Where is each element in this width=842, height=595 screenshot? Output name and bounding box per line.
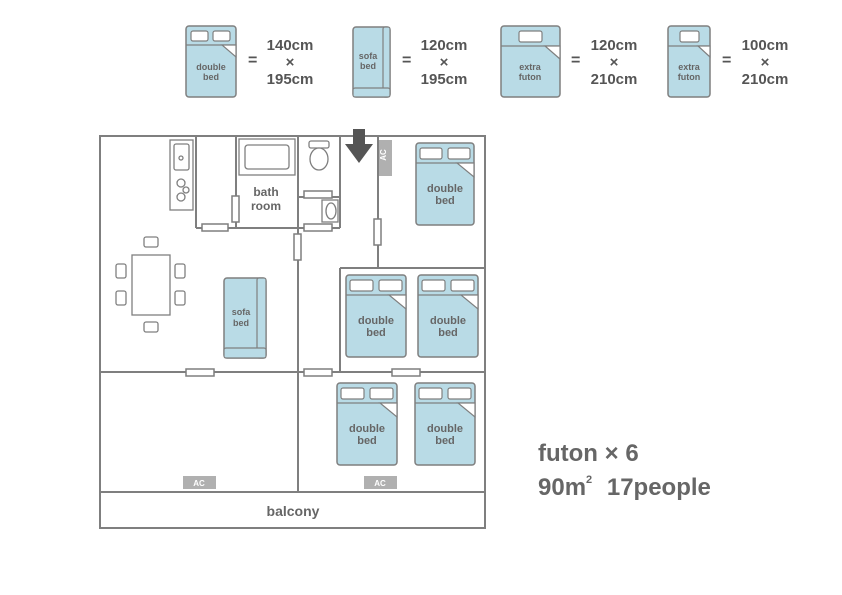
legend-extra-futon-wide-icon: extra futon — [500, 25, 561, 98]
legend-sofa-bed-icon: sofa bed — [352, 26, 391, 98]
sofa-bed: sofa bed — [223, 277, 267, 359]
ac-unit-top: AC — [379, 140, 392, 176]
legend-length-3: 210cm — [590, 71, 638, 88]
legend-width-3: 120cm — [590, 37, 638, 54]
double-bed-label2: bed — [438, 327, 458, 339]
double-bed-label2: bed — [357, 435, 377, 447]
legend-times-4: × — [760, 54, 770, 71]
ac-label-top: AC — [379, 149, 388, 161]
pillow — [369, 387, 394, 400]
legend-length-1: 195cm — [266, 71, 314, 88]
legend-equals-4: = — [722, 52, 732, 69]
pillow — [447, 147, 471, 160]
sofa-bed-label2: bed — [233, 318, 249, 328]
legend-sofa-bed-label1: sofa — [359, 51, 379, 61]
legend-equals-2: = — [402, 52, 412, 69]
dining-table — [115, 236, 186, 333]
double-bed-label1: double — [430, 315, 466, 327]
bathroom-label1: bath — [253, 185, 278, 199]
legend-dim-extra-futon-wide: 120cm × 210cm — [582, 37, 646, 88]
legend-extra-futon-label1: extra — [678, 62, 701, 72]
futon-count-text: futon × 6 — [538, 440, 639, 468]
legend-width-2: 120cm — [420, 37, 468, 54]
legend-width-1: 140cm — [266, 37, 314, 54]
double-bed-label1: double — [427, 183, 463, 195]
double-beds: doublebeddoublebeddoublebeddoublebeddoub… — [336, 142, 479, 466]
double-bed-label1: double — [349, 423, 385, 435]
pillow — [378, 279, 403, 292]
legend-extra-futon-wide-label1: extra — [519, 62, 542, 72]
futon-count: × 6 — [604, 440, 639, 467]
sofa-bed-label1: sofa — [232, 307, 252, 317]
balcony-label: balcony — [267, 503, 320, 519]
legend-dim-extra-futon: 100cm × 210cm — [733, 37, 797, 88]
entrance-arrow-icon — [345, 129, 373, 163]
legend-length-2: 195cm — [420, 71, 468, 88]
people-count: 17people — [606, 474, 711, 501]
pillow — [447, 387, 472, 400]
legend-equals-3: = — [571, 52, 581, 69]
legend-times-2: × — [439, 54, 449, 71]
bathroom-label2: room — [251, 199, 281, 213]
legend-times-1: × — [285, 54, 295, 71]
double-bed-label1: double — [427, 423, 463, 435]
pillow — [349, 279, 374, 292]
washbasin — [321, 199, 339, 223]
pillow — [340, 387, 365, 400]
area-people-text: 90m2 17people — [538, 474, 711, 502]
legend-extra-futon-icon: extra futon — [667, 25, 711, 98]
legend-times-3: × — [609, 54, 619, 71]
double-bed-label1: double — [358, 315, 394, 327]
legend-double-bed-icon: double bed — [185, 25, 237, 98]
walls — [99, 135, 486, 529]
pillow — [421, 279, 446, 292]
ac-label-right: AC — [374, 479, 386, 488]
legend-double-bed-label2: bed — [203, 72, 219, 82]
ac-unit-right: AC — [364, 476, 397, 489]
ac-label-left: AC — [193, 479, 205, 488]
area-sup: 2 — [586, 474, 593, 486]
double-bed-label2: bed — [435, 435, 455, 447]
double-bed-label2: bed — [366, 327, 386, 339]
pillow — [419, 147, 443, 160]
legend-equals-1: = — [248, 52, 258, 69]
legend-dim-double-bed: 140cm × 195cm — [258, 37, 322, 88]
bathtub — [238, 138, 296, 176]
pillow — [418, 387, 443, 400]
legend-extra-futon-label2: futon — [678, 72, 701, 82]
legend-width-4: 100cm — [741, 37, 789, 54]
area-unit: m — [564, 474, 587, 501]
kitchen-counter — [169, 139, 194, 211]
legend-dim-sofa-bed: 120cm × 195cm — [412, 37, 476, 88]
doors — [185, 190, 421, 377]
toilet — [308, 140, 330, 171]
legend-extra-futon-wide-label2: futon — [519, 72, 542, 82]
futon-label: futon — [538, 440, 598, 467]
ac-unit-left: AC — [183, 476, 216, 489]
area-number: 90 — [538, 474, 565, 501]
legend-length-4: 210cm — [741, 71, 789, 88]
legend-sofa-bed-label2: bed — [360, 61, 376, 71]
pillow — [450, 279, 475, 292]
double-bed-label2: bed — [435, 195, 455, 207]
legend-double-bed-label1: double — [196, 62, 226, 72]
